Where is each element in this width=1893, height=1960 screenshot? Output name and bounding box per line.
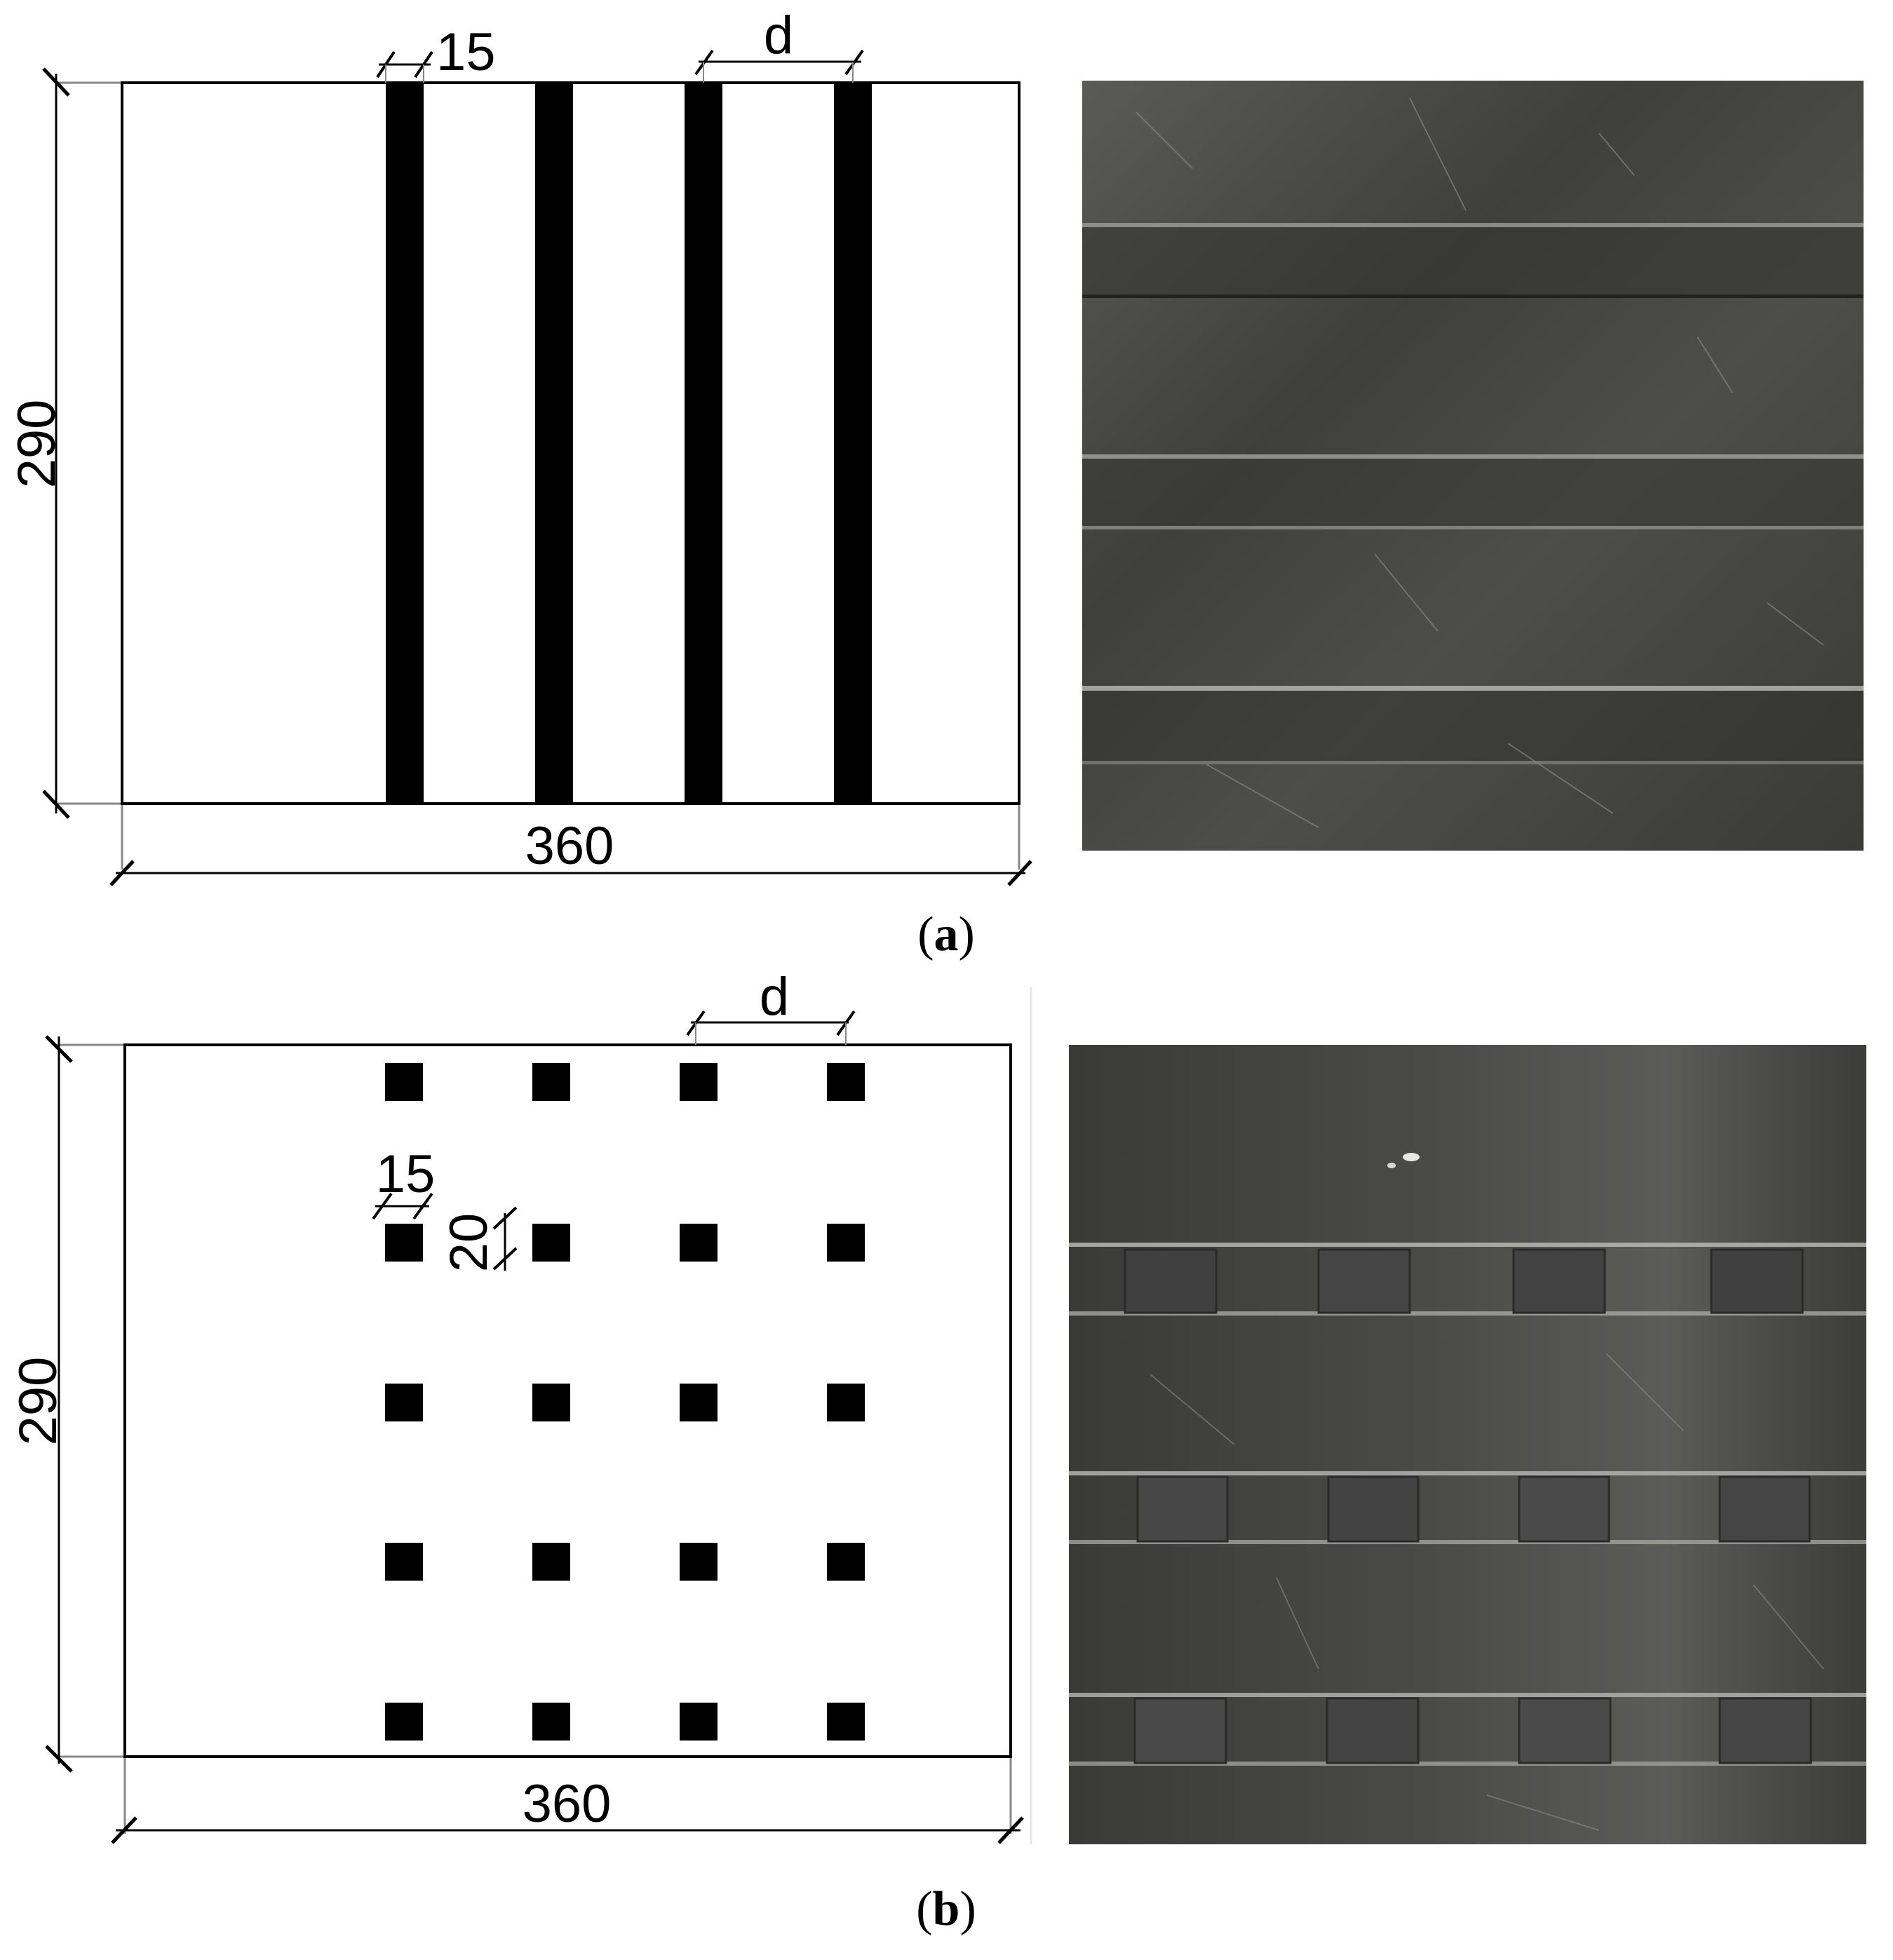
panel-b-photo-block-row-2 xyxy=(1069,1471,1866,1544)
panel-b-rib-square xyxy=(680,1063,718,1101)
panel-a-photo xyxy=(1082,81,1864,851)
panel-a-photo-scratches xyxy=(1136,97,1824,828)
panel-b-rib-height-tick-top xyxy=(492,1206,518,1230)
panel-b-rib-width-tick-left xyxy=(372,1192,393,1220)
panel-b-drawing: 290 360 xyxy=(8,967,1032,1844)
panel-a-spacing-tick-right xyxy=(844,49,864,76)
panel-b-height-label: 290 xyxy=(8,1357,68,1446)
panel-b-photo-block-row-1 xyxy=(1069,1243,1866,1316)
panel-b-rib-square xyxy=(680,1224,718,1262)
panel-b-rib-square xyxy=(385,1384,423,1421)
panel-b-height-tick-bottom xyxy=(45,1745,73,1773)
panel-a-width-label: 360 xyxy=(525,816,614,876)
panel-b-photo-block-row-3 xyxy=(1069,1693,1866,1766)
caption-a-label: a xyxy=(934,907,959,961)
panel-a-rib-strip-2 xyxy=(535,83,573,804)
panel-b-rib-square xyxy=(532,1224,570,1262)
panel-b-rib-square xyxy=(385,1703,423,1741)
panel-a-drawing: 290 360 15 d xyxy=(7,6,1032,886)
panel-b-rib-height-tick-bottom xyxy=(492,1247,518,1271)
panel-a-rib-strip-1 xyxy=(386,83,424,804)
panel-b-rib-square xyxy=(532,1063,570,1101)
panel-b-width-tick-left xyxy=(111,1816,137,1844)
caption-b: (b) xyxy=(916,1882,976,1936)
caption-a: (a) xyxy=(917,907,975,961)
panel-b-photo-glint xyxy=(1403,1153,1420,1161)
panel-b-rib-square xyxy=(827,1543,865,1581)
panel-b-rib-square xyxy=(385,1224,423,1262)
panel-b-spacing-label: d xyxy=(760,967,789,1027)
panel-b-rib-square xyxy=(827,1063,865,1101)
panel-b-rib-square xyxy=(680,1543,718,1581)
panel-b-photo-glint xyxy=(1387,1163,1396,1168)
panel-b-rib-grid xyxy=(385,1063,865,1741)
panel-a-spacing-label: d xyxy=(764,6,793,65)
panel-b-photo-scratches xyxy=(1150,1353,1824,1831)
panel-b-rib-square xyxy=(827,1384,865,1421)
panel-b-rib-square xyxy=(680,1384,718,1421)
panel-b-rib-square xyxy=(532,1384,570,1421)
panel-a-height-label: 290 xyxy=(7,400,67,489)
panel-b-rib-height-label: 20 xyxy=(439,1213,499,1273)
caption-b-label: b xyxy=(933,1882,960,1936)
panel-b-rib-square xyxy=(385,1063,423,1101)
panel-b-rib-square xyxy=(532,1543,570,1581)
panel-b-rib-square xyxy=(827,1224,865,1262)
panel-b-rib-square xyxy=(385,1543,423,1581)
panel-a-rib-strip-4 xyxy=(834,83,872,804)
panel-b-width-tick-right xyxy=(997,1816,1024,1844)
panel-b-rib-square xyxy=(532,1703,570,1741)
panel-b-rib-width-label: 15 xyxy=(376,1144,436,1204)
panel-b-rib-square xyxy=(680,1703,718,1741)
panel-a-rib-strip-3 xyxy=(685,83,722,804)
panel-b-height-tick-top xyxy=(45,1035,73,1063)
panel-a-height-tick-bottom xyxy=(42,790,70,819)
panel-b-rib-width-tick-right xyxy=(412,1192,433,1220)
panel-b-rib-square xyxy=(827,1703,865,1741)
panel-a-height-tick-top xyxy=(42,67,70,97)
panel-a-rib-width-label: 15 xyxy=(436,22,496,82)
panel-a-width-tick-right xyxy=(1007,860,1032,886)
panel-a-width-tick-left xyxy=(109,860,135,886)
panel-b-width-label: 360 xyxy=(523,1774,612,1834)
panel-b-photo xyxy=(1069,1045,1866,1844)
panel-a-photo-strip-edges xyxy=(1082,223,1864,764)
